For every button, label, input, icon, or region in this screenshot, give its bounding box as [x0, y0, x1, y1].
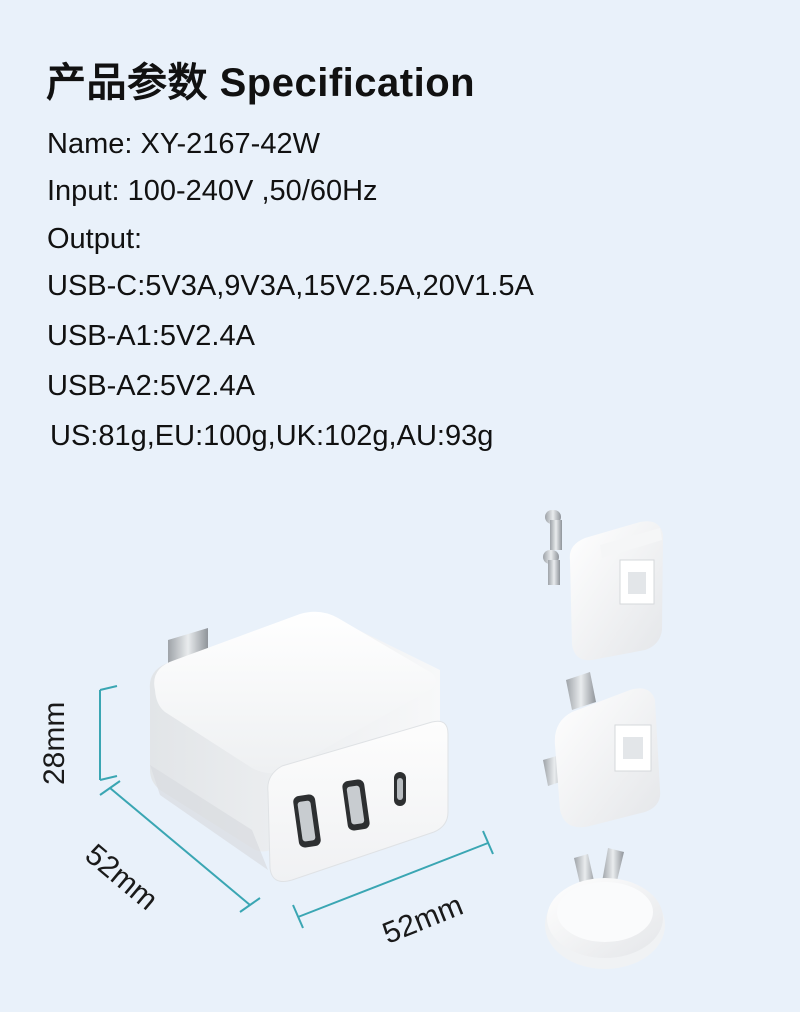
page-title: 产品参数 Specification [46, 50, 475, 108]
height-dimension-label: 28mm [38, 701, 71, 785]
spec-usb-c: USB-C:5V3A,9V3A,15V2.5A,20V1.5A [47, 270, 534, 302]
spec-name: Name: XY-2167-42W [47, 128, 320, 160]
spec-usb-a2: USB-A2:5V2.4A [47, 370, 255, 402]
spec-weights: US:81g,EU:100g,UK:102g,AU:93g [50, 420, 494, 452]
title-chinese: 产品参数 [46, 60, 208, 106]
spec-usb-a1: USB-A1:5V2.4A [47, 320, 255, 352]
charger-body [149, 611, 449, 882]
uk-plug-adapter [543, 672, 661, 828]
title-english: Specification [219, 61, 476, 105]
spec-output-label: Output: [47, 223, 143, 255]
spec-input: Input: 100-240V ,50/60Hz [47, 175, 378, 207]
au-plug-adapter [545, 848, 665, 969]
dimension-lines [99, 685, 494, 929]
product-illustration [99, 510, 665, 969]
eu-plug-adapter [543, 510, 663, 661]
